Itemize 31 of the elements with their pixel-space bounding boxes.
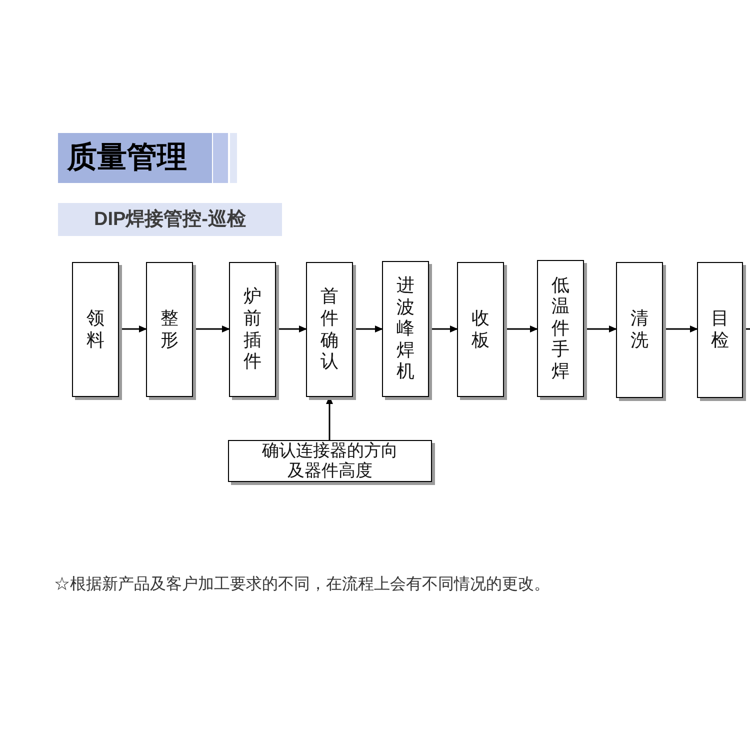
step-label: 领料	[86, 308, 104, 352]
subtitle-text: DIP焊接管控-巡检	[94, 210, 246, 229]
step-label: 收板	[472, 308, 490, 352]
note-text: 确认连接器的方向及器件高度	[261, 440, 399, 482]
process-box	[229, 262, 276, 397]
process-box	[457, 262, 504, 397]
footnote: ☆根据新产品及客户加工要求的不同，在流程上会有不同情况的更改。	[54, 574, 550, 595]
process-box	[616, 262, 663, 398]
step-label: 首件确认	[320, 286, 338, 373]
process-box	[72, 262, 119, 397]
process-box	[537, 260, 584, 397]
arrow	[276, 326, 307, 332]
process-box	[697, 262, 743, 398]
step-label: 清洗	[630, 308, 648, 352]
process-box	[146, 262, 193, 397]
arrow	[584, 326, 617, 332]
arrow	[429, 326, 458, 332]
step-label: 进波峰焊机	[396, 275, 414, 383]
process-box	[306, 262, 353, 397]
step-label: 炉前插件	[244, 286, 262, 373]
step-label: 目检	[711, 308, 729, 352]
note-box	[228, 440, 432, 482]
arrow	[353, 326, 383, 332]
arrow	[193, 326, 230, 332]
arrow	[663, 326, 698, 332]
step-label: 整形	[160, 308, 178, 352]
step-label: 低温件手焊	[552, 274, 570, 382]
process-box	[382, 261, 429, 397]
arrow	[119, 326, 147, 332]
title-text: 质量管理	[67, 143, 187, 173]
arrow	[504, 326, 538, 332]
